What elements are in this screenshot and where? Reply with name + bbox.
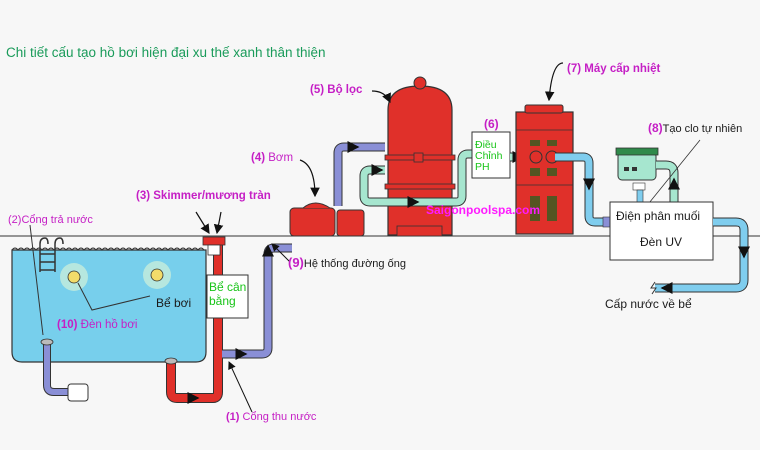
heater-outlet-pipe-blue	[555, 152, 611, 228]
label-inlet: (1) Cổng thu nước	[226, 412, 316, 423]
skimmer	[202, 236, 226, 256]
electrolysis-uv-box	[609, 201, 714, 261]
pump	[289, 202, 365, 237]
label-return: Cấp nước về bể	[605, 297, 692, 311]
label-pool: Bể bơi	[156, 296, 192, 310]
chlorinator	[615, 147, 680, 203]
label-outlet: (2)Cổng trả nước	[8, 215, 93, 226]
chlorine-leader-line	[644, 139, 701, 209]
return-pipe-blue	[650, 217, 750, 295]
label-piping-num: (9)	[288, 255, 304, 270]
light-leader-line	[77, 282, 151, 311]
label-piping: (9)Hệ thống đường ống	[288, 256, 406, 270]
label-chlorine-num: (8)	[648, 121, 663, 135]
pool-light-icon	[143, 261, 171, 289]
ph-controller-box	[471, 131, 511, 179]
label-lights-num: (10)	[57, 319, 78, 331]
label-ph-line3: PH	[475, 161, 490, 173]
label-pump-text: Bơm	[268, 152, 294, 164]
label-electrolysis: Điện phân muối	[616, 209, 701, 223]
pool-light-icon	[60, 263, 88, 291]
label-filter-num: (5)	[310, 84, 325, 96]
label-pump-num: (4)	[251, 152, 266, 164]
drain-pipe-red	[164, 245, 223, 404]
label-lights: (10) Đèn hồ bơi	[57, 319, 138, 332]
label-heater-num: (7)	[567, 63, 582, 75]
outlet-leader-line	[29, 224, 44, 336]
label-chlorine-text: Tạo clo tự nhiên	[662, 123, 743, 135]
label-chlorine: (8)Tạo clo tự nhiên	[648, 122, 742, 135]
label-balance-tank-line2: bằng	[209, 294, 236, 308]
label-ph-text: Điều Chỉnh PH	[475, 140, 502, 173]
inlet-leader-line	[228, 361, 253, 413]
label-skimmer-num: (3)	[136, 190, 151, 202]
return-outlet-pipe	[40, 338, 89, 402]
label-ph-num: (6)	[484, 117, 499, 131]
water-surface	[11, 247, 205, 251]
watermark: Saigonpoolspa.com	[426, 203, 541, 217]
label-ph-line2: Chỉnh	[475, 150, 503, 162]
label-inlet-num: (1)	[226, 411, 240, 423]
balance-tank	[206, 274, 249, 319]
label-heater: (7) Máy cấp nhiệt	[567, 63, 661, 76]
ladder-icon	[39, 237, 64, 272]
label-pump: (4) Bơm	[251, 152, 294, 165]
pool	[11, 237, 207, 363]
diagram-title: Chi tiết cấu tạo hồ bơi hiện đại xu thế …	[6, 45, 326, 60]
label-outlet-text: Cổng trả nước	[21, 214, 93, 226]
piping-leader-line	[271, 243, 291, 263]
label-balance-tank-line1: Bể cân	[209, 280, 247, 294]
heater	[515, 104, 574, 235]
label-lights-text: Đèn hồ bơi	[80, 319, 138, 331]
label-piping-text: Hệ thống đường ống	[303, 258, 406, 270]
label-skimmer-text: Skimmer/mương tràn	[153, 190, 271, 202]
label-heater-text: Máy cấp nhiệt	[584, 63, 661, 75]
label-ph-line1: Điều	[475, 139, 497, 151]
pump-to-filter-pipe	[333, 141, 385, 206]
label-filter-text: Bộ lọc	[327, 84, 363, 96]
label-balance-tank: Bể cân bằng	[209, 280, 246, 308]
label-skimmer: (3) Skimmer/mương tràn	[136, 190, 271, 203]
label-inlet-text: Cổng thu nước	[242, 411, 317, 423]
label-outlet-num: (2)	[8, 214, 22, 226]
label-filter: (5) Bộ lọc	[310, 84, 363, 97]
label-uv: Đèn UV	[640, 235, 683, 249]
filter-outlet-pipe-mint	[359, 149, 475, 208]
